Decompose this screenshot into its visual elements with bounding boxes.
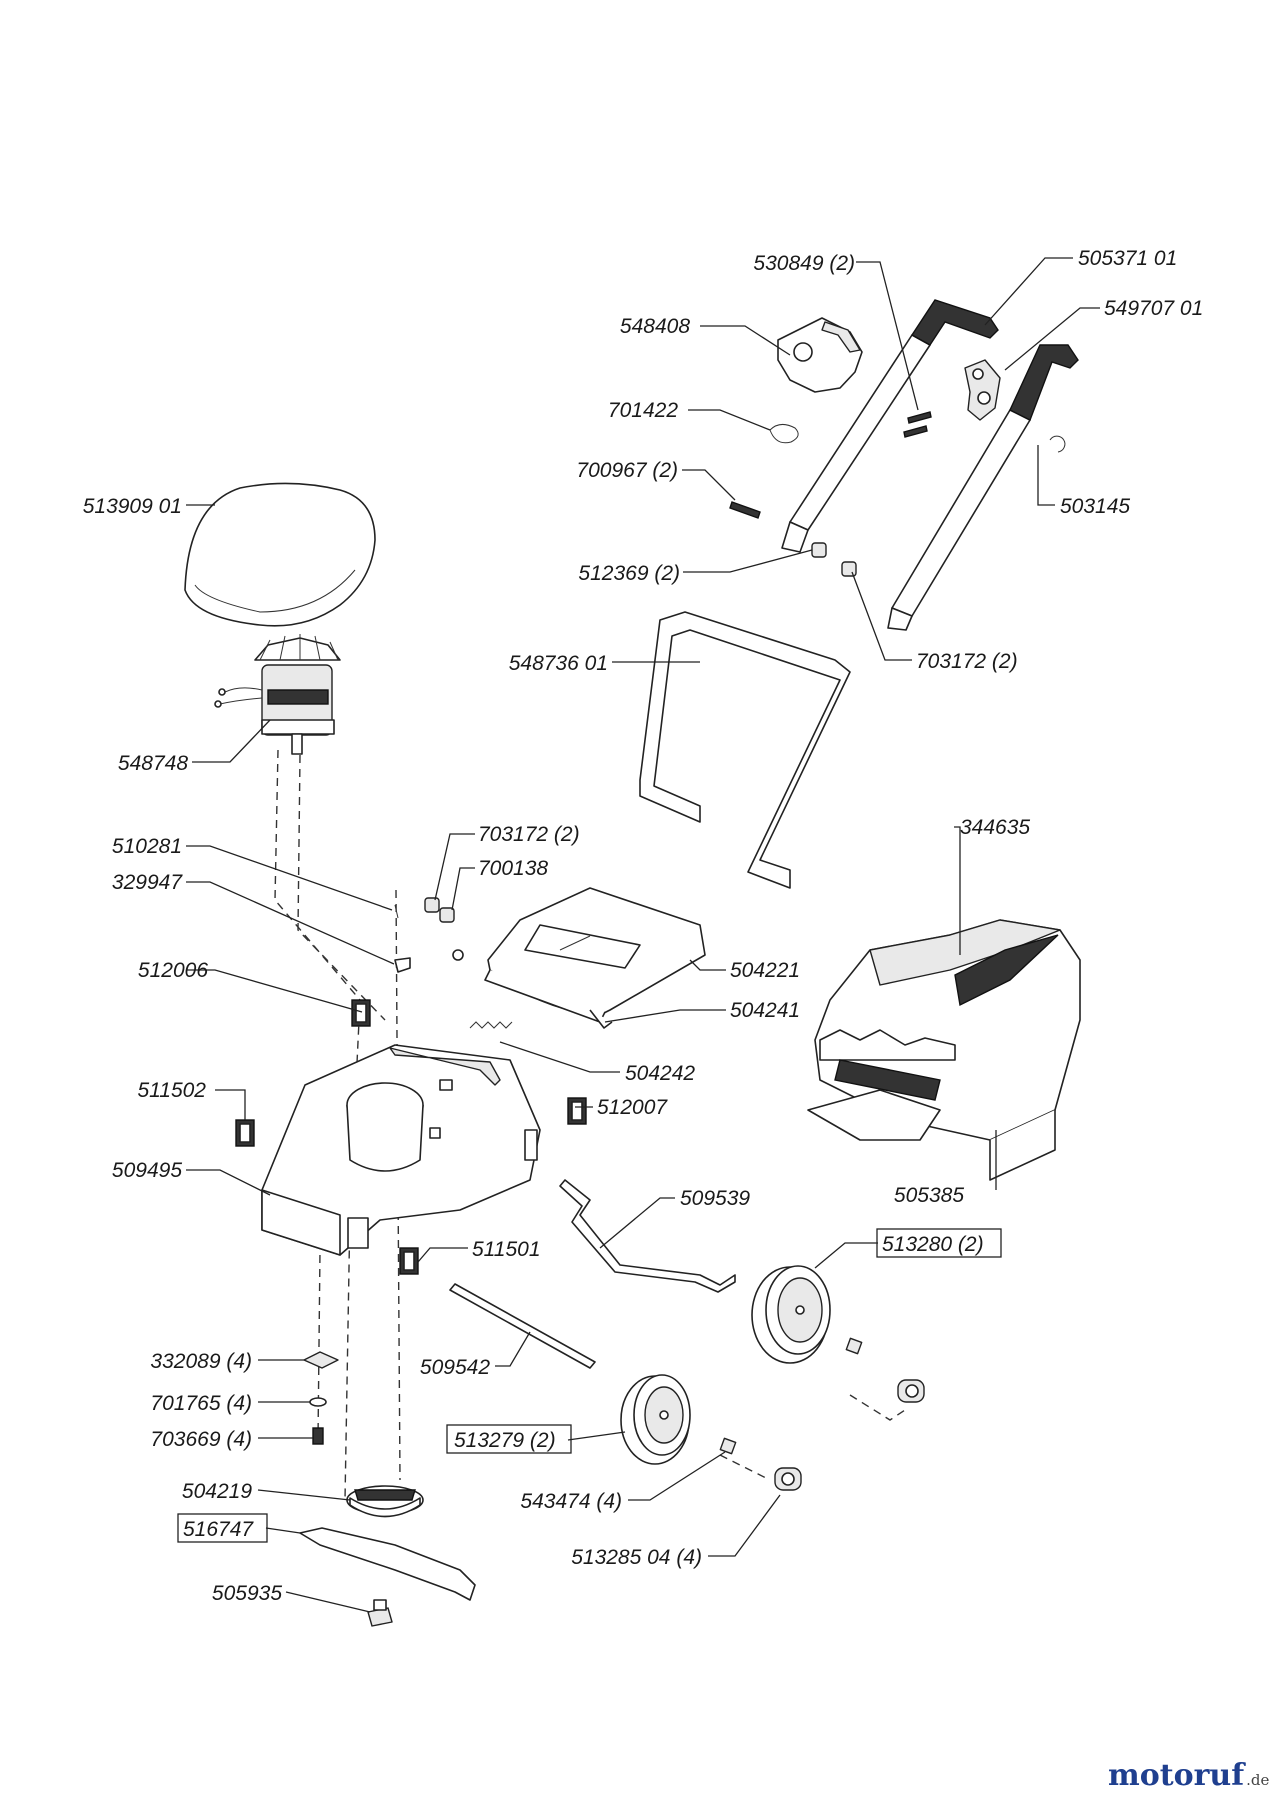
label-700138: 700138 xyxy=(478,857,548,880)
label-548736: 548736 01 xyxy=(509,652,608,675)
leader-lines xyxy=(186,257,1100,1613)
flap-spring xyxy=(469,1021,513,1029)
wheel-washer xyxy=(845,1337,863,1355)
label-329947: 329947 xyxy=(112,871,183,894)
lower-handle xyxy=(639,611,851,889)
front-wheel-washer xyxy=(719,1437,737,1455)
label-700967: 700967 (2) xyxy=(576,459,678,482)
label-703669: 703669 (4) xyxy=(150,1428,252,1451)
front-wheel xyxy=(620,1374,691,1465)
hub-cap xyxy=(897,1379,925,1403)
label-503145: 503145 xyxy=(1060,495,1130,518)
watermark-domain: .de xyxy=(1246,1771,1270,1789)
label-505935: 505935 xyxy=(212,1582,282,1605)
label-512369: 512369 (2) xyxy=(578,562,680,585)
electric-motor xyxy=(214,634,341,755)
upper-handle xyxy=(781,299,1079,631)
part-labels: 530849 (2) 505371 01 549707 01 548408 70… xyxy=(83,247,1204,1605)
spring-and-clip xyxy=(394,904,411,973)
label-513279: 513279 (2) xyxy=(454,1429,556,1452)
label-504241: 504241 xyxy=(730,999,800,1022)
retaining-clip-503145 xyxy=(1049,435,1066,453)
label-box-516747 xyxy=(177,1513,268,1543)
label-332089: 332089 (4) xyxy=(150,1350,252,1373)
motor-mounting-hardware xyxy=(303,1351,339,1445)
label-513280: 513280 (2) xyxy=(882,1233,984,1256)
label-505371: 505371 01 xyxy=(1078,247,1177,270)
label-510281: 510281 xyxy=(112,835,182,858)
label-box-513279 xyxy=(446,1424,572,1454)
handle-screws xyxy=(903,411,932,438)
front-hub-cap xyxy=(774,1467,802,1491)
watermark-brand: motoruf xyxy=(1108,1758,1245,1793)
label-504242: 504242 xyxy=(625,1062,695,1085)
mower-deck xyxy=(261,1044,541,1256)
label-512006: 512006 xyxy=(138,959,208,982)
grass-catcher xyxy=(807,919,1081,1181)
label-511501: 511501 xyxy=(472,1238,541,1261)
label-701422: 701422 xyxy=(608,399,678,422)
label-509542: 509542 xyxy=(420,1356,490,1379)
label-543474: 543474 (4) xyxy=(520,1490,622,1513)
label-512007: 512007 xyxy=(597,1096,668,1119)
front-axle xyxy=(449,1283,596,1369)
deflector-flap xyxy=(484,887,706,1029)
label-513909: 513909 01 xyxy=(83,495,182,518)
label-530849: 530849 (2) xyxy=(753,252,855,275)
retaining-clips xyxy=(235,999,587,1275)
label-504221: 504221 xyxy=(730,959,800,982)
label-513285: 513285 04 (4) xyxy=(571,1546,702,1569)
label-703172-handle: 703172 (2) xyxy=(916,650,1018,673)
cable-clip xyxy=(964,359,1001,421)
label-516747: 516747 xyxy=(183,1518,254,1541)
blade-fan xyxy=(346,1485,424,1518)
knob-screw xyxy=(729,501,761,519)
motor-cover xyxy=(184,482,376,627)
label-box-513280 xyxy=(876,1228,1002,1258)
label-505385: 505385 xyxy=(894,1184,964,1207)
label-509495: 509495 xyxy=(112,1159,182,1182)
label-548748: 548748 xyxy=(118,752,188,775)
rear-axle xyxy=(559,1179,736,1293)
label-509539: 509539 xyxy=(680,1187,750,1210)
retaining-clip-701422 xyxy=(769,424,799,444)
label-504219: 504219 xyxy=(182,1480,252,1503)
watermark-logo: motoruf.de xyxy=(1108,1758,1269,1793)
cable-cover xyxy=(777,317,863,393)
cutter-blade xyxy=(299,1527,476,1601)
label-701765: 701765 (4) xyxy=(150,1392,252,1415)
blade-bolt xyxy=(367,1599,393,1627)
flap-nuts xyxy=(424,897,464,961)
rear-wheel xyxy=(751,1265,831,1364)
label-549707: 549707 01 xyxy=(1104,297,1203,320)
handle-nuts xyxy=(811,542,857,577)
label-703172-flap: 703172 (2) xyxy=(478,823,580,846)
label-344635: 344635 xyxy=(960,816,1030,839)
label-548408: 548408 xyxy=(620,315,690,338)
label-511502: 511502 xyxy=(137,1079,206,1102)
